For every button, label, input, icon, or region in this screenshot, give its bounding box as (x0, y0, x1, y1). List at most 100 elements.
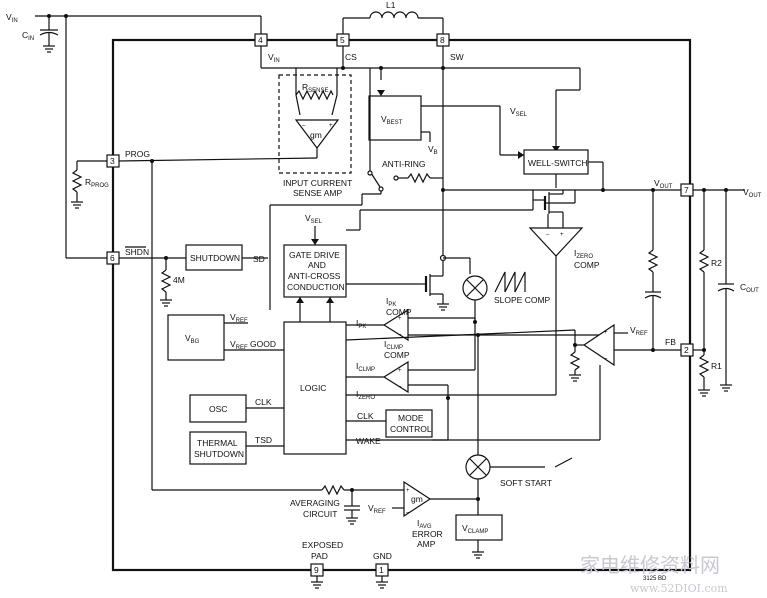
clk-label: CLK (255, 397, 272, 407)
thermal-label-2: SHUTDOWN (194, 449, 244, 459)
gnd-ground (376, 576, 388, 589)
gate-drive-label-1: GATE DRIVE (289, 250, 340, 260)
wake-label: WAKE (356, 436, 381, 446)
vbg-box (167, 314, 225, 361)
ipk-comp-plus: + (398, 316, 402, 322)
izero-comp-label-1: IZERO (574, 248, 593, 260)
nmos-switch (420, 254, 471, 311)
exposed-pad-label-2: PAD (311, 551, 328, 561)
pin-prog-label: PROG (125, 149, 150, 159)
pin-vout (680, 183, 694, 197)
cout-label: COUT (740, 282, 759, 294)
slope-comp-label: SLOPE COMP (494, 295, 551, 305)
comp-input-wiring (408, 317, 600, 455)
logic-box (283, 321, 347, 455)
r2-label: R2 (711, 258, 722, 268)
vin-ext-label: VIN (6, 12, 18, 24)
input-sense-wiring (260, 46, 581, 258)
iclmp-comp-minus: – (398, 384, 402, 390)
avg-vref-label: VREF (368, 503, 386, 515)
watermark-line1: 家电维修资料网 (580, 553, 720, 577)
pin-vout-number: 7 (684, 185, 689, 195)
thermal-label-1: THERMAL (197, 438, 238, 448)
pin-exposed-pad-number: 9 (314, 565, 319, 575)
ic-outline (111, 38, 692, 572)
gate-drive-wiring (269, 194, 534, 322)
exposed-pad-ground (311, 576, 323, 589)
avg-amp-minus: – (406, 510, 410, 516)
ipk-comp-label-1: IPK (386, 296, 396, 308)
vbg-label: VBG (185, 333, 200, 345)
ipk-comp-label-2: COMP (386, 307, 412, 317)
pmos-switch (532, 190, 576, 214)
shutdown-label: SHUTDOWN (190, 253, 240, 263)
exposed-pad-label-1: EXPOSED (302, 540, 343, 550)
fb-amp-minus: – (604, 356, 608, 362)
iclmp-comp-plus: + (398, 368, 402, 374)
pin-cs-label: CS (345, 52, 357, 62)
pin-sw-number: 8 (440, 35, 445, 45)
r1-label: R1 (711, 361, 722, 371)
soft-start-label: SOFT START (500, 478, 552, 488)
cin-label: CIN (22, 30, 34, 42)
input-sense-label-2: SENSE AMP (293, 188, 342, 198)
izero-wiring (412, 212, 564, 396)
inductor-l1 (342, 11, 444, 34)
slope-sawtooth-icon (494, 271, 526, 293)
clk2-label: CLK (357, 411, 374, 421)
averaging-wiring (321, 484, 480, 525)
pin-gnd-number: 1 (379, 565, 384, 575)
soft-start-switch (490, 457, 573, 468)
averaging-label-2: CIRCUIT (303, 509, 337, 519)
iclmp-comp (382, 360, 409, 394)
izero-label: IZERO (356, 389, 375, 401)
osc-label: OSC (209, 404, 227, 414)
izero-comp-label-2: COMP (574, 260, 600, 270)
mode-control-label-1: MODE (398, 413, 424, 423)
pin-shdn-label: SHDN (125, 247, 149, 257)
well-switch-box (523, 149, 589, 175)
vclamp-label: VCLAMP (462, 523, 488, 535)
gate-vsel-label: VSEL (305, 213, 323, 225)
gate-drive-box (283, 244, 347, 298)
shdn-wiring (119, 256, 268, 307)
averaging-label-1: AVERAGING (290, 498, 340, 508)
r4m-label: 4M (173, 275, 185, 285)
rprog-label: RPROG (85, 177, 109, 189)
slope-comp-cross (466, 279, 484, 297)
iclmp-comp-label-1: ICLMP (384, 339, 403, 351)
vin-node (35, 14, 262, 259)
gnd-label: GND (373, 551, 392, 561)
pin-fb-number: 2 (684, 345, 689, 355)
vbest-box (368, 95, 422, 141)
soft-start-cross (469, 458, 487, 476)
prog-wiring (71, 157, 322, 491)
gate-drive-label-2: AND (308, 260, 326, 270)
fb-wiring (345, 190, 681, 441)
pin-sw-label: SW (450, 52, 464, 62)
ipk-comp (382, 308, 409, 342)
izero-comp-plus: + (560, 232, 564, 238)
osc-box (189, 394, 247, 423)
vout-rail (441, 188, 745, 192)
anti-ring-label: ANTI-RING (382, 159, 425, 169)
tsd-label: TSD (255, 435, 272, 445)
izero-comp (528, 227, 584, 257)
fb-error-amp (582, 323, 615, 367)
vref-good-label: VREF GOOD (230, 339, 276, 351)
thermal-box (189, 431, 247, 465)
iclmp-comp-label-2: COMP (384, 350, 410, 360)
pin-vout-label: VOUT (654, 178, 673, 190)
l1-label: L1 (386, 0, 396, 10)
watermark-line2: www.52DIOI.com (630, 582, 728, 595)
vout-ext-label: VOUT (743, 187, 762, 199)
avg-error-amp (403, 480, 432, 518)
vclamp-ground (472, 540, 484, 559)
pin-prog-number: 3 (110, 156, 115, 166)
sense-gm-minus: – (302, 123, 306, 129)
vclamp-box (455, 514, 503, 541)
vref-out-label: VREF (230, 312, 248, 324)
logic-label: LOGIC (300, 383, 326, 393)
vsel-label: VSEL (510, 106, 528, 118)
